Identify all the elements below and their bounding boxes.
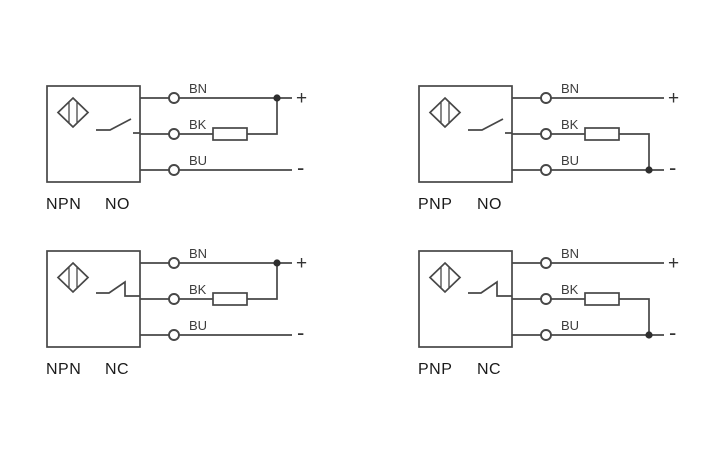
terminal-bk-icon <box>540 128 552 140</box>
terminal-bu-icon <box>168 329 180 341</box>
sensor-body <box>418 250 513 348</box>
sensor-symbol-icon <box>56 96 90 129</box>
resistor-icon <box>212 292 248 306</box>
resistor-icon <box>584 127 620 141</box>
polarity-minus: - <box>297 320 304 345</box>
switch-no-icon <box>468 118 512 134</box>
terminal-bu-icon <box>540 329 552 341</box>
caption-logic: NO <box>105 196 130 213</box>
polarity-minus: - <box>669 320 676 345</box>
wire-label-bu: BU <box>561 153 579 168</box>
load-link-to-minus <box>619 133 650 170</box>
terminal-bk-icon <box>540 293 552 305</box>
diagram-pnp-nc: BN BK BU + - PNP NC <box>418 246 679 378</box>
sensor-body <box>46 85 141 183</box>
load-link-to-plus <box>247 98 278 135</box>
terminal-bn-icon <box>540 92 552 104</box>
polarity-minus: - <box>297 155 304 180</box>
polarity-minus: - <box>669 155 676 180</box>
terminal-bk-icon <box>168 293 180 305</box>
wire-label-bk: BK <box>561 117 579 132</box>
wire-label-bu: BU <box>189 153 207 168</box>
polarity-plus: + <box>668 253 679 274</box>
wire-label-bn: BN <box>189 246 207 261</box>
terminal-bn-icon <box>540 257 552 269</box>
wire-label-bn: BN <box>189 81 207 96</box>
terminal-bn-icon <box>168 92 180 104</box>
diagram-npn-nc: BN BK BU + - NPN NC <box>46 246 307 378</box>
wire-label-bu: BU <box>189 318 207 333</box>
junction-dot-icon <box>273 94 281 102</box>
switch-nc-icon <box>468 280 512 297</box>
wire-label-bn: BN <box>561 246 579 261</box>
terminal-bn-icon <box>168 257 180 269</box>
caption-type: NPN <box>46 361 81 378</box>
load-link-to-minus <box>619 298 650 335</box>
sensor-symbol-icon <box>56 261 90 294</box>
load-link-to-plus <box>247 263 278 300</box>
terminal-bk-icon <box>168 128 180 140</box>
resistor-icon <box>212 127 248 141</box>
wire-label-bn: BN <box>561 81 579 96</box>
caption-logic: NC <box>105 361 129 378</box>
diagram-pnp-no: BN BK BU + - PNP NO <box>418 81 679 213</box>
switch-no-icon <box>96 118 140 134</box>
junction-dot-icon <box>273 259 281 267</box>
caption-logic: NC <box>477 361 501 378</box>
resistor-icon <box>584 292 620 306</box>
sensor-symbol-icon <box>428 96 462 129</box>
wire-label-bk: BK <box>561 282 579 297</box>
diagram-npn-no: BN BK BU + - NPN NO <box>46 81 307 213</box>
caption-type: NPN <box>46 196 81 213</box>
wire-label-bk: BK <box>189 117 207 132</box>
terminal-bu-icon <box>168 164 180 176</box>
sensor-body <box>418 85 513 183</box>
polarity-plus: + <box>296 253 307 274</box>
junction-dot-icon <box>645 331 653 339</box>
terminal-bu-icon <box>540 164 552 176</box>
switch-nc-icon <box>96 280 140 297</box>
caption-logic: NO <box>477 196 502 213</box>
polarity-plus: + <box>668 88 679 109</box>
polarity-plus: + <box>296 88 307 109</box>
sensor-body <box>46 250 141 348</box>
caption-type: PNP <box>418 196 452 213</box>
caption-type: PNP <box>418 361 452 378</box>
wire-label-bk: BK <box>189 282 207 297</box>
wire-label-bu: BU <box>561 318 579 333</box>
sensor-symbol-icon <box>428 261 462 294</box>
junction-dot-icon <box>645 166 653 174</box>
